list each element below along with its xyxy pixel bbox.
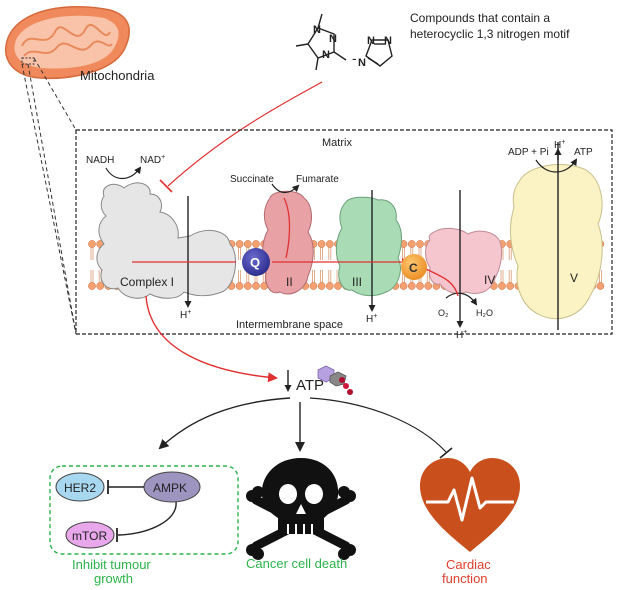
nad-label: NAD+ [140,154,165,166]
inhibit-tumour-line1: Inhibit tumour [72,557,151,572]
lipid-head [309,282,318,290]
methyl-dash: - [352,50,357,66]
ampk-inhibits-mtor [117,501,177,536]
lipid-head [596,282,605,290]
nadh-label: NADH [86,155,114,166]
lipid-head [424,282,433,290]
skull-crossbones-icon [246,458,356,560]
branch-left-arrow [158,397,291,450]
atp-top-label: ATP [574,147,593,158]
lipid-head [243,282,252,290]
lipid-head [416,282,424,290]
complex1-to-atp-arrow [145,295,278,383]
electron-path [132,197,459,297]
her2-node [55,472,105,502]
proton-label: H+ [456,329,467,341]
zoom-lines [21,57,77,335]
atp-molecule-icon [317,365,353,395]
triazole-structure-1 [295,13,347,71]
lipid-head [407,282,416,290]
succinate-arrow [271,183,300,194]
o2-label: O₂ [438,308,449,318]
complex-3-label: III [352,275,362,289]
cardiac-line1: Cardiac [446,557,491,572]
compound-note-line2: heterocyclic 1,3 nitrogen motif [410,27,570,41]
atp-label: ATP [296,377,324,394]
branch-right-inhibit [309,397,447,453]
complex-1 [96,182,237,299]
inhibition-line [167,81,323,187]
lipid-head [88,240,96,248]
lipid-head [498,282,506,290]
complex-5-label: V [570,271,578,285]
lipid-head [252,240,260,248]
o2-arrow [445,292,478,306]
lipid-head [235,282,244,290]
complex-2-label: II [286,275,293,289]
mitochondrion-illustration [5,6,130,80]
lipid-head [334,282,342,290]
membrane-box [75,129,613,335]
lipid-head [317,282,326,290]
cancer-death-label: Cancer cell death [246,556,347,571]
complex-5 [510,164,603,320]
lipid-head [235,240,244,248]
matrix-label: Matrix [322,137,352,149]
n-atom: N [322,49,330,61]
proton-label: H+ [554,139,565,151]
ubiquinone-carrier [242,248,270,276]
proton-label: H+ [366,313,377,325]
lipid-head [399,282,408,290]
adp-arrow [535,158,578,173]
n-atom: N [329,33,337,45]
n-atom: N [313,24,321,36]
ampk-label: AMPK [153,481,187,495]
n-atom: N [384,35,392,47]
mtor-label: mTOR [72,529,107,543]
lipid-head [96,282,105,290]
inhibit-tumour-line2: growth [94,571,133,586]
proton-lines [184,142,559,330]
n-atom: N [358,57,366,69]
lipid-head [416,240,424,248]
lipid-head [325,240,334,248]
inhibition-bar [159,179,173,193]
c-label: C [409,261,418,275]
complex-3 [335,196,402,297]
lipid-head [317,240,326,248]
succinate-label: Succinate [230,174,274,185]
lipid-head [252,282,260,290]
mitochondria-label: Mitochondria [80,68,155,83]
nadh-arrow [105,166,142,180]
complex-2 [261,190,314,295]
branch-right-bar [439,447,453,459]
lipid-head [88,282,96,290]
triazole-structure-2 [365,39,393,67]
heart-icon [420,458,520,552]
lipid-head [325,282,334,290]
compound-note-line1: Compounds that contain a [410,11,550,25]
lipid-head [506,282,515,290]
complex-1-label: Complex I [120,275,174,289]
proton-label: H+ [180,309,191,321]
cardiac-line2: function [442,571,488,586]
mtor-node [65,521,115,549]
cytochrome-c-carrier [401,254,427,280]
n-atom: N [367,35,375,47]
lipid-head [407,240,416,248]
fumarate-label: Fumarate [296,174,339,185]
lipid-head [243,240,252,248]
complex-4 [425,227,503,295]
complex-4-label: IV [484,273,495,287]
h2o-label: H₂O [476,308,493,318]
intermembrane-label: Intermembrane space [236,319,343,331]
q-label: Q [250,255,260,270]
her2-label: HER2 [64,481,96,495]
adp-pi-label: ADP + Pi [508,147,549,158]
